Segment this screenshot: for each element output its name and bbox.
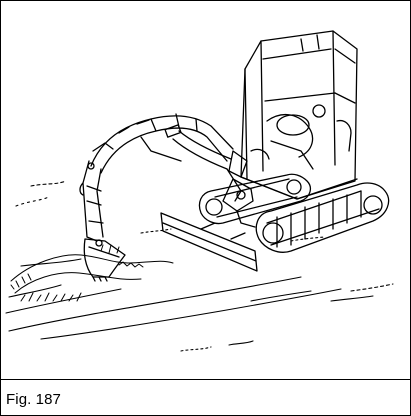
dozer-blade [161,213,257,271]
figure-caption: Fig. 187 [6,391,61,408]
caption-row: Fig. 187 [1,379,410,416]
swing-base [223,179,255,227]
bucket [84,239,125,281]
mini-excavator-digging-trench-icon [1,1,410,379]
trench [11,245,173,301]
boom [91,114,233,173]
cab [227,31,357,201]
dipper-arm [80,143,113,241]
right-track [256,183,388,252]
left-track [199,174,310,223]
ground-lines [6,181,393,351]
